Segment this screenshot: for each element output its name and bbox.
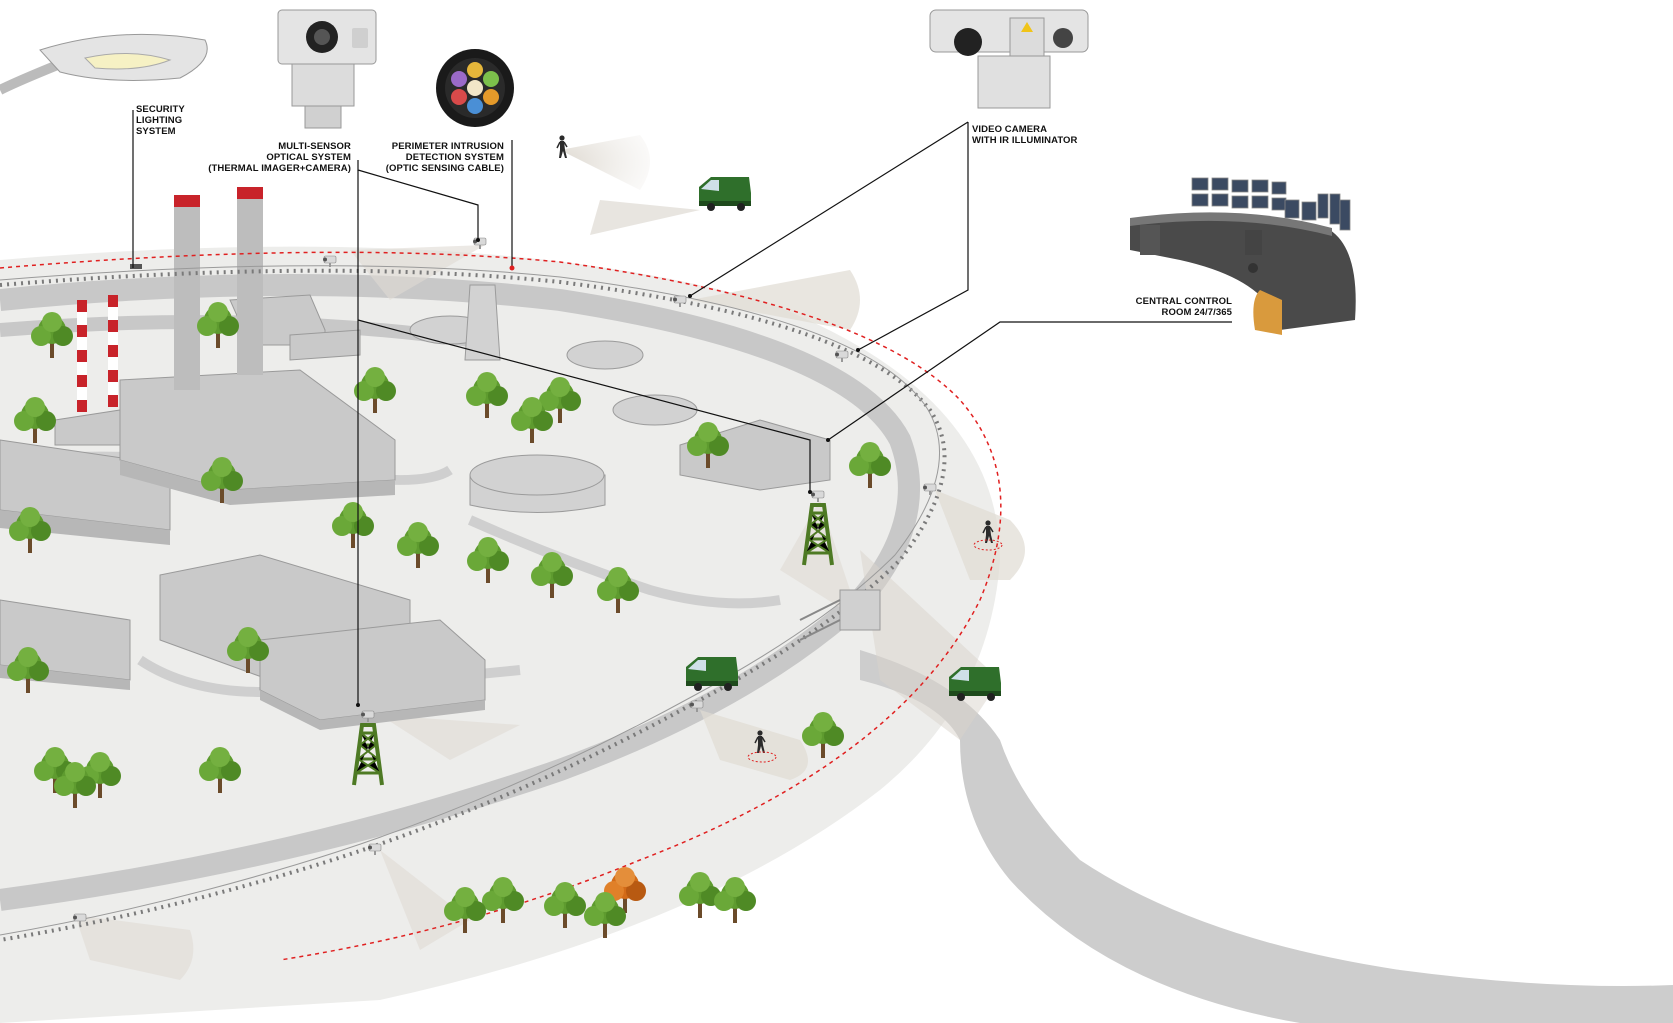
control-room-icon [1130, 177, 1356, 335]
optic-cable-icon [436, 49, 514, 127]
thermal-camera-icon [277, 9, 377, 129]
label-video-camera: VIDEO CAMERA WITH IR ILLUMINATOR [972, 124, 1078, 146]
label-security-lighting: SECURITY LIGHTING SYSTEM [136, 104, 185, 137]
label-multi-sensor: MULTI-SENSOR OPTICAL SYSTEM (THERMAL IMA… [208, 141, 351, 174]
street-light-icon [0, 33, 208, 95]
label-control-room: CENTRAL CONTROL ROOM 24/7/365 [1135, 296, 1232, 318]
label-perimeter-intrusion: PERIMETER INTRUSION DETECTION SYSTEM (OP… [385, 141, 504, 174]
ir-camera-icon [929, 9, 1089, 109]
